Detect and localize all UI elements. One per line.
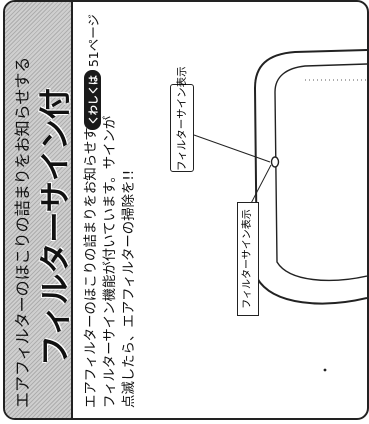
- filter-sign-lamp: [270, 156, 280, 168]
- page-reference: くわしくは 51ページ: [83, 14, 102, 131]
- details-badge: くわしくは: [84, 70, 101, 131]
- indoor-unit-illustration: [193, 49, 367, 372]
- feature-card: エアフィルターのほこりの詰まりをお知らせする フィルターサイン付 エアフィルター…: [3, 0, 369, 420]
- filter-sign-callout: フィルターサイン表示: [170, 66, 194, 172]
- filter-sign-label: フィルターサイン表示: [237, 202, 259, 316]
- page-number: 51ページ: [86, 14, 101, 68]
